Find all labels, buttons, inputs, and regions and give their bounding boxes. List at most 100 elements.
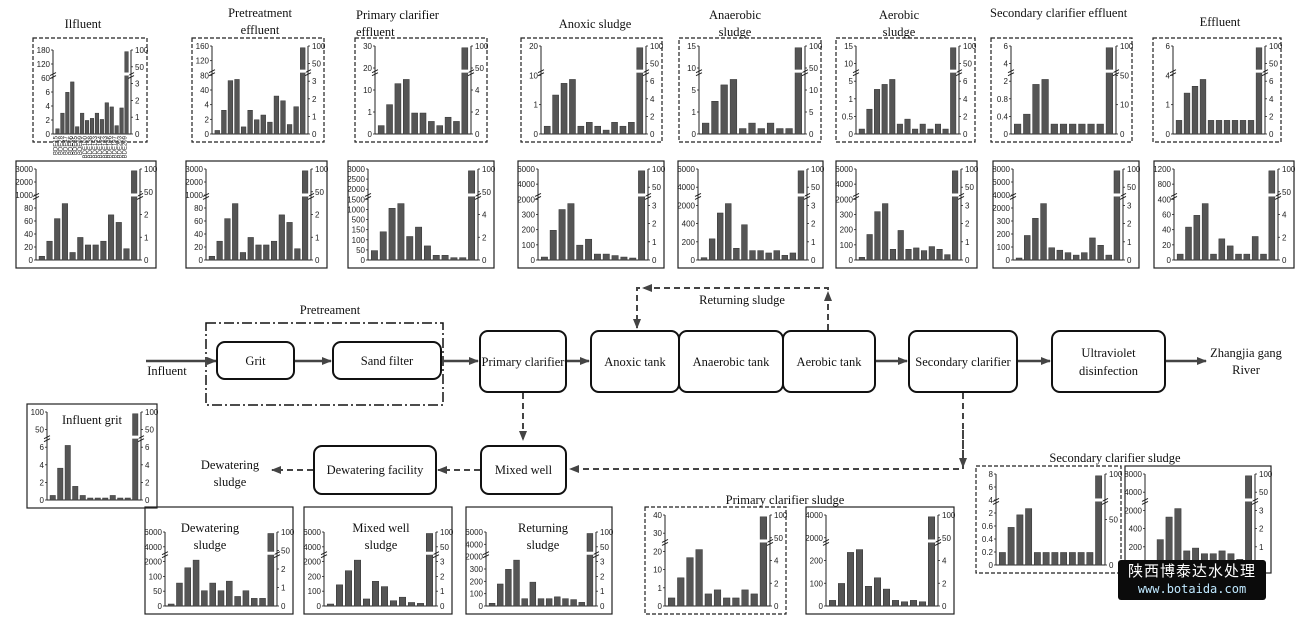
chart-title-primary-clarifier-sludge: Primary clarifier sludge [725, 493, 845, 507]
right-tick-label: 0 [1120, 130, 1125, 139]
bar-break [1244, 498, 1253, 502]
right-tick-label: 3 [135, 80, 140, 89]
bar [936, 249, 943, 261]
left-tick-label: 1 [692, 108, 697, 117]
right-tick-label: 50 [963, 60, 972, 69]
bar [1247, 120, 1255, 135]
bar [415, 226, 423, 261]
bar [286, 222, 293, 261]
primary-clarifier-box[interactable]: Primary clarifier [479, 330, 567, 393]
bar [919, 601, 926, 607]
chart-frame [678, 37, 822, 143]
bar [856, 549, 863, 607]
axis-break-left [371, 69, 379, 77]
left-tick-label: 40 [653, 511, 662, 520]
left-tick-label: 10 [687, 64, 696, 73]
dewatering-facility-box[interactable]: Dewatering facility [313, 445, 437, 495]
bar [123, 248, 130, 261]
anoxic-tank-box[interactable]: Anoxic tank [590, 330, 680, 393]
left-tick-label: 120 [196, 57, 210, 66]
bar [280, 100, 286, 135]
bar [905, 249, 912, 261]
chart-title-pretreatment-effluent: Pretreatment effluent [228, 6, 292, 37]
bar [858, 257, 865, 261]
left-tick-label: 2000 [144, 558, 162, 567]
bar [293, 106, 299, 135]
sand-filter-box[interactable]: Sand filter [332, 341, 442, 380]
left-tick-label: 10 [363, 86, 372, 95]
axis-break-right [644, 193, 652, 200]
chart-title-mixed-well-sludge: Mixed well sludge [352, 521, 410, 552]
chart-frame [465, 506, 613, 615]
bar [267, 121, 273, 135]
left-tick-label: 300 [840, 211, 854, 220]
bar [620, 256, 628, 261]
bar [267, 533, 275, 607]
chart-frame [347, 160, 495, 269]
left-tick-label: 100 [352, 236, 366, 245]
chart-title-secondary-clarifier-sludge: Secondary clarifier sludge [1049, 451, 1181, 465]
bar [406, 236, 414, 261]
bar [124, 51, 129, 135]
right-tick-label: 3 [1259, 506, 1264, 515]
bar [577, 125, 585, 135]
right-tick-label: 0 [135, 130, 140, 139]
bar [87, 497, 94, 501]
bar [1183, 92, 1191, 135]
bar [379, 231, 387, 261]
left-tick-label: 6000 [303, 528, 321, 537]
grit-box[interactable]: Grit [216, 341, 295, 380]
anaerobic-tank-box[interactable]: Anaerobic tank [678, 330, 784, 393]
bar [732, 597, 740, 607]
bar [247, 237, 254, 261]
bar [208, 255, 215, 261]
axis-break-left [694, 193, 702, 200]
uv-disinfection-box[interactable]: Ultraviolet disinfection [1051, 330, 1166, 393]
axis-break-left [852, 69, 860, 77]
left-tick-label: 100 [149, 572, 163, 581]
chart-frame [992, 160, 1140, 269]
left-tick-label: 800 [1158, 180, 1172, 189]
right-tick-label: 0 [1109, 561, 1114, 570]
bar [99, 119, 104, 135]
bar [567, 203, 575, 261]
bar [776, 128, 784, 135]
mixed-well-box[interactable]: Mixed well [480, 445, 567, 495]
bar [1096, 123, 1104, 135]
bar [847, 552, 854, 607]
right-tick-label: 50 [1259, 488, 1268, 497]
bar [1068, 552, 1076, 566]
right-tick-label: 5 [809, 108, 814, 117]
bar [176, 582, 183, 607]
bar [602, 253, 610, 261]
bar [167, 603, 175, 607]
left-tick-label: 8000 [1124, 470, 1142, 479]
bar [901, 601, 908, 607]
right-tick-label: 2 [281, 565, 286, 574]
bar [1245, 475, 1253, 566]
left-tick-label: 2 [40, 478, 45, 487]
aerobic-tank-box[interactable]: Aerobic tank [782, 330, 876, 393]
left-tick-label: 100 [470, 590, 484, 599]
bar [1226, 245, 1234, 261]
left-tick-label: 6000 [835, 165, 853, 174]
right-tick-label: 50 [144, 188, 153, 197]
left-tick-label: 200 [997, 230, 1011, 239]
axis-break-left [822, 539, 830, 546]
bar [1081, 252, 1088, 261]
right-tick-label: 0 [965, 256, 970, 265]
bar [942, 128, 949, 135]
left-tick-label: 40 [200, 86, 209, 95]
left-tick-label: 4000 [465, 540, 483, 549]
bar [594, 125, 601, 135]
axis-break-right [474, 193, 482, 200]
secondary-clarifier-box[interactable]: Secondary clarifier [908, 330, 1018, 393]
bar [700, 257, 708, 261]
right-tick-label: 100 [650, 42, 664, 51]
left-tick-label: 15 [687, 42, 696, 51]
right-tick-label: 1 [281, 584, 286, 593]
